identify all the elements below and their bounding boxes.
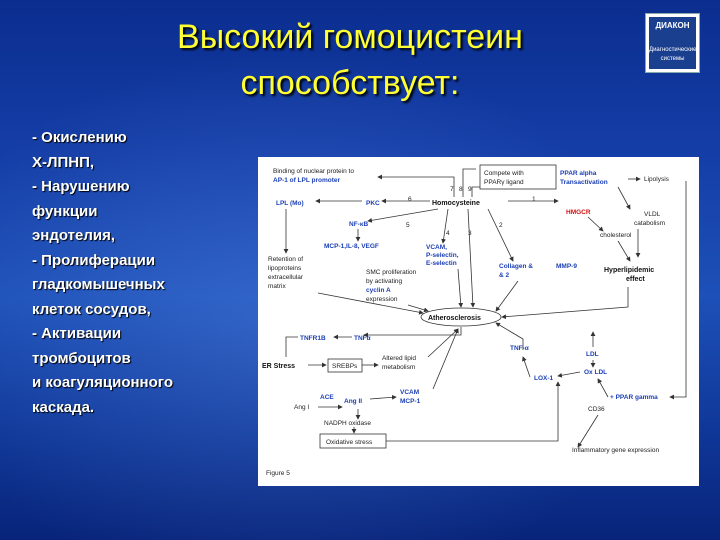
- fig-ox-ldl: Ox LDL: [584, 369, 607, 376]
- title-line-2: способствует:: [240, 64, 460, 102]
- bullet-line: функции: [32, 202, 98, 220]
- fig-tnfa: TNFα: [354, 335, 371, 342]
- fig-hmgcr: HMGCR: [566, 209, 591, 216]
- bullet-line: - Активации: [32, 325, 122, 342]
- srebps-box: [327, 358, 363, 373]
- fig-retention-3: extracellular: [268, 274, 304, 281]
- fig-smc-3: cyclin A: [366, 287, 391, 294]
- fig-vcam-3: E-selectin: [426, 260, 457, 267]
- atherosclerosis-ellipse: [420, 307, 502, 327]
- fig-pkc: PKC: [366, 200, 380, 207]
- fig-er-stress: ER Stress: [262, 363, 295, 370]
- logo-inner: ДИАКОН Диагностические системы: [649, 17, 696, 69]
- bullet-line: и коагуляционного: [32, 374, 173, 391]
- fig-smc-1: SMC proliferation: [366, 269, 417, 276]
- bullet-line: - Нарушению: [32, 178, 130, 195]
- fig-homocysteine: Homocysteine: [432, 200, 480, 207]
- fig-lpl-mo: LPL (Mo): [276, 200, 304, 207]
- title-line-1: Высокий гомоцистеин: [177, 18, 523, 56]
- fig-mmp9: MMP-9: [556, 263, 577, 270]
- fig-nadph: NADPH oxidase: [324, 420, 371, 427]
- fig-vldl: VLDL: [644, 211, 661, 218]
- fig-vcam: VCAM: [400, 389, 419, 396]
- fig-srebps: SREBPs: [332, 363, 358, 370]
- bullet-line: каскада.: [32, 398, 95, 416]
- bullet-line: эндотелия,: [32, 227, 116, 244]
- fig-ang-ii: Ang II: [344, 398, 362, 405]
- fig-num-7: 7: [450, 186, 454, 193]
- logo-name: ДИАКОН: [655, 21, 690, 30]
- bullet-line: клеток сосудов,: [32, 300, 151, 318]
- pathway-figure: Binding of nuclear protein to AP-1 of LP…: [258, 157, 699, 486]
- logo-subtitle: Диагностические системы: [649, 46, 696, 64]
- fig-smc-4: expression: [366, 296, 398, 303]
- fig-oxstress: Oxidative stress: [326, 439, 373, 446]
- fig-mcp: MCP-1,IL-8, VEGF: [324, 243, 379, 250]
- fig-compete-2: PPARγ ligand: [484, 179, 524, 186]
- fig-figure-label: Figure 5: [266, 470, 290, 477]
- fig-collagen-2: & 2: [499, 272, 510, 279]
- fig-lipolysis: Lipolysis: [644, 176, 670, 183]
- fig-ang-i: Ang I: [294, 404, 309, 411]
- fig-ppar-gamma: + PPAR gamma: [610, 394, 658, 401]
- fig-num-3: 3: [468, 230, 472, 237]
- fig-num-9: 9: [468, 186, 472, 193]
- fig-collagen: Collagen &: [499, 263, 533, 270]
- fig-num-4: 4: [446, 230, 450, 237]
- fig-mcp1: MCP-1: [400, 398, 421, 405]
- fig-transactivation: Transactivation: [560, 179, 608, 186]
- fig-cd36: CD36: [588, 406, 605, 413]
- fig-hyperlip-2: effect: [626, 276, 645, 283]
- fig-cholesterol: cholesterol: [600, 232, 632, 239]
- fig-num-5: 5: [406, 222, 410, 229]
- fig-compete: Compete with: [484, 170, 524, 177]
- fig-ldl: LDL: [586, 351, 599, 358]
- slide-title: Высокий гомоцистеин способствует:: [100, 14, 600, 106]
- fig-altered-1: Altered lipid: [382, 355, 416, 362]
- fig-num-6: 6: [408, 196, 412, 203]
- bullet-list: - Окислению Х-ЛПНП, - Нарушению функции …: [32, 126, 252, 420]
- fig-ace: ACE: [320, 394, 334, 401]
- fig-altered-2: metabolism: [382, 364, 415, 371]
- diakon-logo: ДИАКОН Диагностические системы: [645, 13, 700, 73]
- bullet-line: - Пролиферации: [32, 251, 156, 269]
- fig-smc-2: by activating: [366, 278, 403, 285]
- fig-num-1: 1: [532, 196, 536, 203]
- fig-binding: Binding of nuclear protein to: [273, 168, 354, 175]
- fig-catabolism: catabolism: [634, 220, 665, 227]
- pathway-connectors: [283, 168, 687, 448]
- logo-subtitle-2: системы: [660, 56, 685, 62]
- fig-tnfr1b: TNFR1B: [300, 335, 326, 342]
- pathway-diagram: Binding of nuclear protein to AP-1 of LP…: [262, 164, 687, 477]
- fig-nfkb: NF-κB: [349, 221, 368, 228]
- fig-hyperlip: Hyperlipidemic: [604, 267, 654, 274]
- bullet-line: гладкомышечных: [32, 276, 165, 293]
- fig-ppar-alpha: PPAR alpha: [560, 170, 597, 177]
- compete-box: [479, 164, 557, 190]
- fig-lox1: LOX-1: [534, 375, 554, 382]
- logo-subtitle-1: Диагностические: [649, 47, 697, 53]
- fig-tnf-alpha: TNF-α: [510, 345, 529, 352]
- fig-num-8: 8: [459, 186, 463, 193]
- fig-binding-ap1: AP-1 of LPL promoter: [273, 177, 341, 184]
- bullet-line: - Окислению: [32, 129, 127, 146]
- fig-vcam-2: P-selectin,: [426, 252, 459, 259]
- fig-num-2: 2: [499, 222, 503, 229]
- bullet-line: тромбоцитов: [32, 349, 131, 367]
- fig-retention-2: lipoproteins: [268, 265, 302, 272]
- bullet-line: Х-ЛПНП,: [32, 153, 95, 171]
- fig-athero: Atherosclerosis: [428, 315, 481, 322]
- fig-inflammatory: Inflammatory gene expression: [572, 447, 659, 454]
- fig-retention-1: Retention of: [268, 256, 303, 263]
- fig-retention-4: matrix: [268, 283, 286, 290]
- fig-vcam-1: VCAM,: [426, 244, 447, 251]
